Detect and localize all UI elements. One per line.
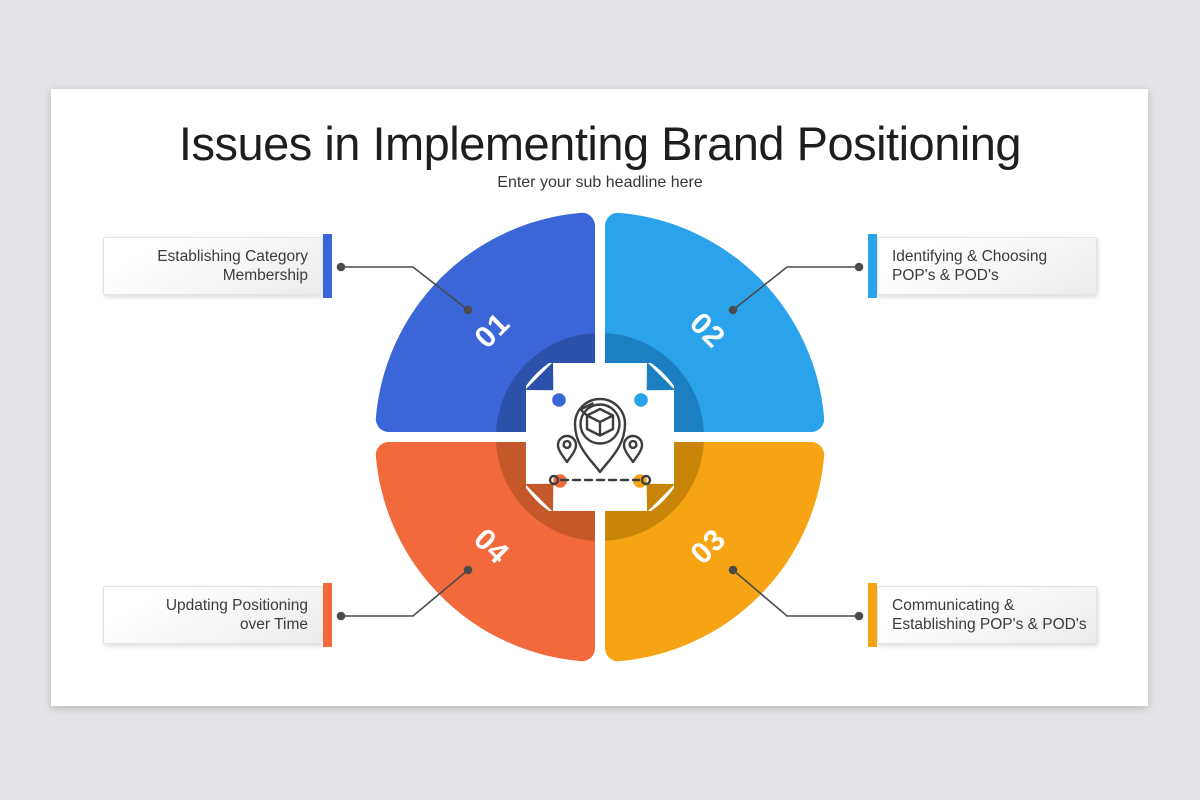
- accent-bar-04: [323, 583, 332, 647]
- callout-label: Communicating & Establishing POP's & POD…: [877, 586, 1097, 644]
- callout-communicating-establishing: Communicating & Establishing POP's & POD…: [868, 583, 1097, 647]
- callout-line1: Communicating &: [892, 596, 1015, 614]
- callout-updating-positioning: Updating Positioning over Time: [103, 583, 332, 647]
- callout-label: Identifying & Choosing POP's & POD's: [877, 237, 1097, 295]
- callout-line1: Updating Positioning: [165, 596, 308, 614]
- accent-bar-02: [868, 234, 877, 298]
- accent-bar-01: [323, 234, 332, 298]
- callout-line2: Establishing POP's & POD's: [892, 616, 1087, 633]
- callout-label: Updating Positioning over Time: [103, 586, 323, 644]
- callout-line2: over Time: [239, 616, 308, 633]
- callout-line2: Membership: [222, 267, 308, 284]
- callout-establishing-category: Establishing Category Membership: [103, 234, 332, 298]
- callout-identifying-choosing: Identifying & Choosing POP's & POD's: [868, 234, 1097, 298]
- callout-line2: POP's & POD's: [892, 267, 999, 284]
- slide-title: Issues in Implementing Brand Positioning: [178, 117, 1022, 170]
- callout-line1: Establishing Category: [157, 247, 308, 265]
- slide-subtitle: Enter your sub headline here: [497, 174, 703, 191]
- accent-bar-03: [868, 583, 877, 647]
- callout-line1: Identifying & Choosing: [892, 247, 1048, 265]
- callout-label: Establishing Category Membership: [103, 237, 323, 295]
